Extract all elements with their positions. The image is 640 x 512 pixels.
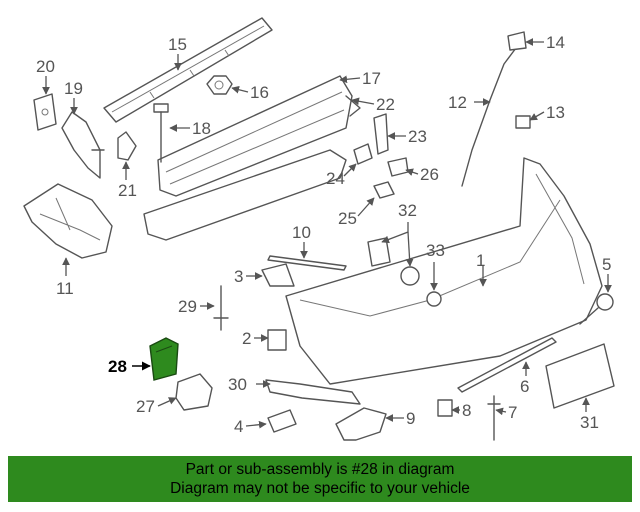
part-23-bracket <box>373 113 389 155</box>
part-4-sensor <box>267 409 297 433</box>
leader-lines <box>42 38 612 429</box>
callout-22: 22 <box>376 95 395 114</box>
callout-6: 6 <box>520 377 529 396</box>
part-15-upper-rail <box>103 17 273 123</box>
banner-line-2: Diagram may not be specific to your vehi… <box>170 480 470 497</box>
part-12-cable <box>461 47 517 187</box>
part-11-corner-bracket <box>23 183 113 259</box>
callout-9: 9 <box>406 409 415 428</box>
callout-26: 26 <box>420 165 439 184</box>
part-1-bumper-cover <box>285 157 603 385</box>
callout-labels: 1 2 3 4 5 6 7 8 9 10 11 12 13 14 15 16 1… <box>36 33 611 436</box>
callout-28: 28 <box>108 357 127 376</box>
callout-14: 14 <box>546 33 565 52</box>
part-2-bolt <box>267 329 287 351</box>
part-14-clip <box>507 31 527 51</box>
part-5-sensor <box>579 293 614 325</box>
callout-12: 12 <box>448 93 467 112</box>
part-26-bracket <box>387 157 409 177</box>
callout-17: 17 <box>362 69 381 88</box>
callout-29: 29 <box>178 297 197 316</box>
callout-23: 23 <box>408 127 427 146</box>
callout-31: 31 <box>580 413 599 432</box>
callout-25: 25 <box>338 209 357 228</box>
part-6-strip <box>457 337 557 393</box>
part-13-screw <box>515 115 531 129</box>
callout-5: 5 <box>602 255 611 274</box>
part-19-bracket <box>61 111 105 179</box>
parts-diagram: 1 2 3 4 5 6 7 8 9 10 11 12 13 14 15 16 1… <box>23 17 615 441</box>
part-18-bolt <box>153 103 169 163</box>
callout-27: 27 <box>136 397 155 416</box>
callout-21: 21 <box>118 181 137 200</box>
callout-33: 33 <box>426 241 445 260</box>
part-30-trim <box>265 379 361 405</box>
part-20-plate <box>33 93 57 131</box>
callout-13: 13 <box>546 103 565 122</box>
callout-24: 24 <box>326 169 345 188</box>
part-27-lamp <box>175 373 213 411</box>
part-24-clip <box>353 143 373 165</box>
part-31-plate <box>545 343 615 409</box>
part-16-nut <box>206 75 233 95</box>
part-25-seal <box>373 181 395 199</box>
part-21-clip <box>117 131 137 161</box>
callout-8: 8 <box>462 401 471 420</box>
part-22-strip <box>345 95 361 117</box>
callout-20: 20 <box>36 57 55 76</box>
callout-7: 7 <box>508 403 517 422</box>
callout-15: 15 <box>168 35 187 54</box>
part-28-highlighted[interactable] <box>149 337 179 381</box>
callout-32: 32 <box>398 201 417 220</box>
part-7-pin <box>487 395 501 441</box>
callout-2: 2 <box>242 329 251 348</box>
callout-30: 30 <box>228 375 247 394</box>
part-8-bolt <box>437 399 453 417</box>
callout-11: 11 <box>56 279 74 298</box>
banner-line-1: Part or sub-assembly is #28 in diagram <box>185 461 455 478</box>
part-10-molding <box>267 255 347 271</box>
part-32-sensor <box>367 237 442 307</box>
part-absorber <box>143 149 347 241</box>
callout-4: 4 <box>234 417 243 436</box>
part-3-trim <box>261 263 295 287</box>
callout-1: 1 <box>476 251 485 270</box>
callout-10: 10 <box>292 223 311 242</box>
callout-19: 19 <box>64 79 83 98</box>
part-29-pin <box>213 285 229 331</box>
info-banner: Part or sub-assembly is #28 in diagram D… <box>8 456 632 502</box>
callout-16: 16 <box>250 83 269 102</box>
callout-3: 3 <box>234 267 243 286</box>
callout-18: 18 <box>192 119 211 138</box>
part-9-bracket <box>335 407 387 441</box>
